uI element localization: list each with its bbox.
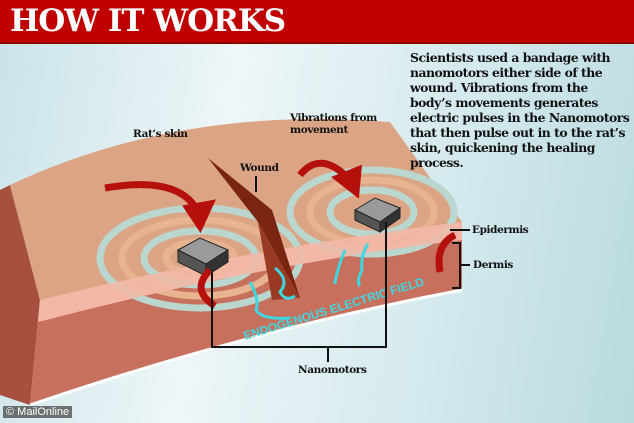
description-text: Scientists used a bandage with nanomotor… — [410, 50, 630, 170]
page-title: HOW IT WORKS — [10, 3, 286, 39]
block-edge — [29, 288, 463, 407]
label-rats-skin: Rat’s skin — [133, 128, 188, 140]
leader-lines — [211, 176, 470, 362]
label-dermis: Dermis — [473, 259, 513, 271]
label-epidermis: Epidermis — [472, 224, 529, 236]
label-nanomotors: Nanomotors — [298, 364, 367, 376]
electric-field-arrows — [248, 243, 370, 320]
skin-block-side — [0, 185, 40, 405]
label-wound: Wound — [240, 162, 279, 174]
header-bar: HOW IT WORKS — [0, 0, 634, 44]
dermis-layer — [30, 222, 462, 405]
label-vibrations: Vibrations from movement — [290, 112, 377, 136]
credit: © MailOnline — [3, 406, 73, 418]
nanomotor-right — [353, 197, 402, 233]
